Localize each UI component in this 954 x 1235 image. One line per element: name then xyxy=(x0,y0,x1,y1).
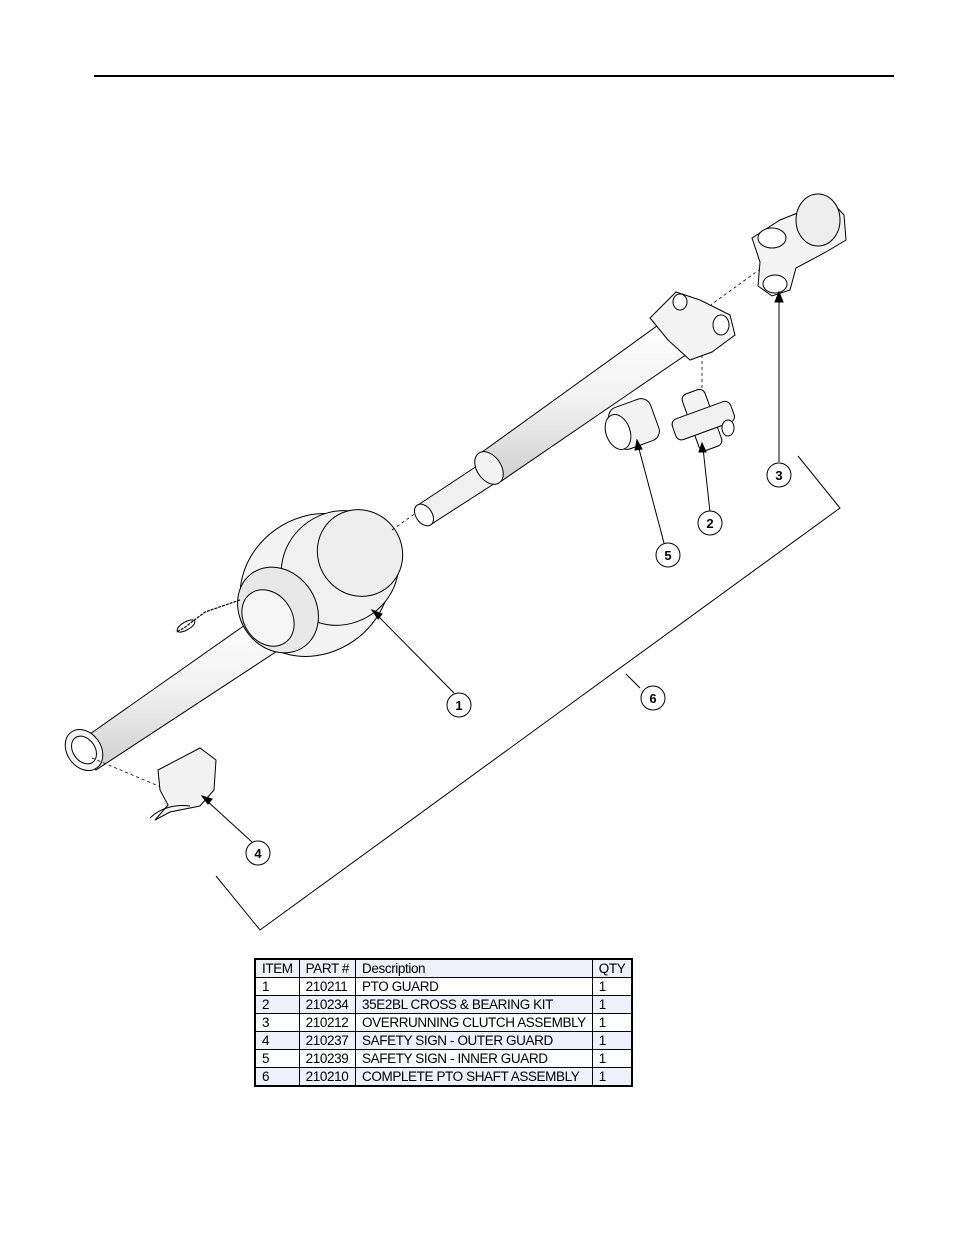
table-row: 5 210239 SAFETY SIGN - INNER GUARD 1 xyxy=(254,1049,633,1068)
table-row: 4 210237 SAFETY SIGN - OUTER GUARD 1 xyxy=(254,1031,633,1050)
safety-sign-inner xyxy=(604,398,660,450)
callout-4: 4 xyxy=(245,840,271,866)
header-item: ITEM xyxy=(254,958,300,978)
header-qty: QTY xyxy=(591,958,633,978)
cell-part-number: 210210 xyxy=(298,1067,357,1087)
inner-yoke xyxy=(649,291,736,361)
table-row: 6 210210 COMPLETE PTO SHAFT ASSEMBLY 1 xyxy=(254,1067,633,1087)
cell-qty: 1 xyxy=(591,1013,633,1032)
cell-description: PTO GUARD xyxy=(355,977,593,996)
cell-qty: 1 xyxy=(591,1049,633,1068)
cell-item: 5 xyxy=(254,1049,300,1068)
table-row: 1 210211 PTO GUARD 1 xyxy=(254,977,633,996)
callout-1: 1 xyxy=(446,692,472,718)
parts-list-table: ITEM PART # Description QTY 1 210211 PTO… xyxy=(254,958,634,1087)
svg-text:6: 6 xyxy=(649,691,656,706)
splined-shaft xyxy=(413,459,501,527)
svg-text:5: 5 xyxy=(664,548,671,563)
table-row: 3 210212 OVERRUNNING CLUTCH ASSEMBLY 1 xyxy=(254,1013,633,1032)
cell-item: 2 xyxy=(254,995,300,1014)
cell-qty: 1 xyxy=(591,995,633,1014)
cell-item: 3 xyxy=(254,1013,300,1032)
callout-6: 6 xyxy=(640,685,666,711)
cell-qty: 1 xyxy=(591,1067,633,1087)
safety-sign-outer xyxy=(149,747,217,821)
cell-item: 4 xyxy=(254,1031,300,1050)
cell-qty: 1 xyxy=(591,1031,633,1050)
svg-text:2: 2 xyxy=(706,516,713,531)
cell-description: OVERRUNNING CLUTCH ASSEMBLY xyxy=(355,1013,593,1032)
table-row: 2 210234 35E2BL CROSS & BEARING KIT 1 xyxy=(254,995,633,1014)
svg-text:4: 4 xyxy=(254,846,262,861)
callout-5: 5 xyxy=(655,542,681,568)
leader-lines xyxy=(200,290,784,843)
cell-description: SAFETY SIGN - OUTER GUARD xyxy=(355,1031,593,1050)
table-header-row: ITEM PART # Description QTY xyxy=(254,958,633,978)
overrunning-clutch xyxy=(751,193,847,297)
callout-2: 2 xyxy=(697,510,723,536)
cross-bearing-kit xyxy=(671,388,735,452)
assembly-bracket xyxy=(215,455,841,931)
bellows-guard xyxy=(237,509,404,657)
header-part-number: PART # xyxy=(298,958,357,978)
cell-qty: 1 xyxy=(591,977,633,996)
pto-shaft-exploded-diagram: 1 2 3 4 5 6 xyxy=(64,193,847,931)
header-rule xyxy=(94,75,894,77)
cell-description: SAFETY SIGN - INNER GUARD xyxy=(355,1049,593,1068)
svg-text:1: 1 xyxy=(455,698,462,713)
outer-tube xyxy=(64,605,295,771)
svg-text:3: 3 xyxy=(775,468,782,483)
cell-part-number: 210239 xyxy=(298,1049,357,1068)
cell-description: COMPLETE PTO SHAFT ASSEMBLY xyxy=(355,1067,593,1087)
callout-3: 3 xyxy=(766,462,792,488)
cell-part-number: 210234 xyxy=(298,995,357,1014)
cell-item: 6 xyxy=(254,1067,300,1087)
cell-part-number: 210212 xyxy=(298,1013,357,1032)
cell-part-number: 210237 xyxy=(298,1031,357,1050)
header-description: Description xyxy=(355,958,593,978)
safety-chain xyxy=(175,599,241,633)
inner-tube xyxy=(474,317,691,485)
cell-description: 35E2BL CROSS & BEARING KIT xyxy=(355,995,593,1014)
cell-part-number: 210211 xyxy=(298,977,357,996)
cell-item: 1 xyxy=(254,977,300,996)
